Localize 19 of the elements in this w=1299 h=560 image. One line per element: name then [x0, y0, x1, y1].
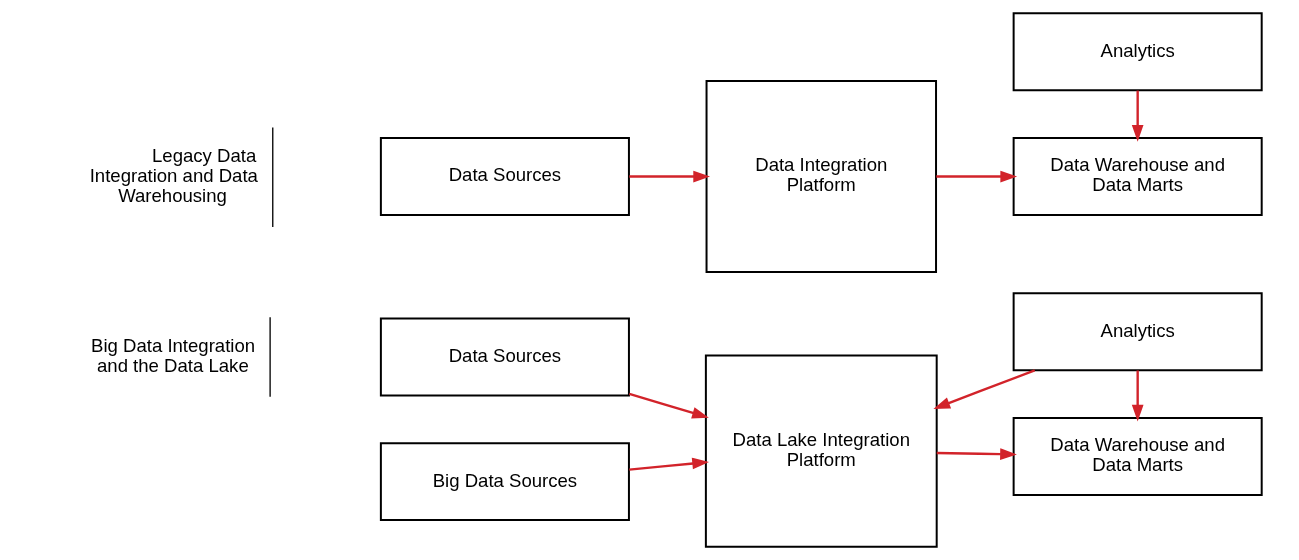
- arrow: [629, 457, 709, 471]
- arrow: [1131, 90, 1144, 142]
- node-box: Data Integration Platform: [705, 80, 938, 274]
- arrow: [629, 170, 711, 183]
- node-box: Analytics: [1012, 292, 1263, 372]
- node-box: Data Sources: [379, 137, 630, 216]
- arrow: [628, 392, 709, 419]
- node-box: Big Data Sources: [379, 442, 630, 522]
- node-box: Data Lake Integration Platform: [704, 354, 938, 548]
- arrow: [936, 170, 1018, 183]
- arrow: [936, 448, 1017, 460]
- arrow: [1131, 370, 1144, 422]
- node-box: Analytics: [1012, 12, 1263, 92]
- node-box: Data Sources: [379, 317, 630, 397]
- label: Big Data Integration and the Data Lake: [91, 334, 256, 376]
- arrow: [933, 369, 1036, 409]
- node-box: Data Warehouse and Data Marts: [1012, 137, 1263, 216]
- label: Legacy Data Integration and Data Warehousing: [89, 145, 258, 206]
- node-box: Data Warehouse and Data Marts: [1012, 416, 1263, 496]
